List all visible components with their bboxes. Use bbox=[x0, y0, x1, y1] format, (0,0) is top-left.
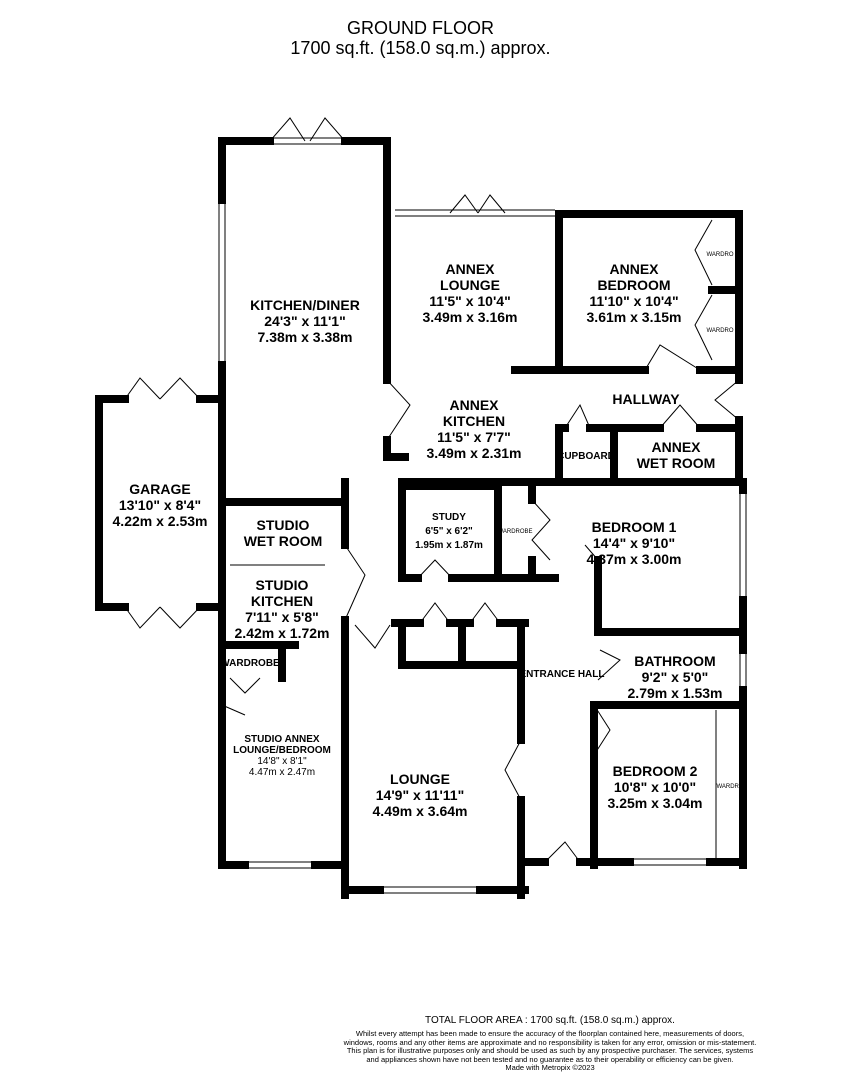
disclaimer: Whilst every attempt has been made to en… bbox=[340, 1029, 760, 1073]
room-name: ANNEX bbox=[445, 261, 495, 277]
room-dimensions-imperial: 6'5" x 6'2" bbox=[425, 526, 473, 537]
room-name: BEDROOM 2 bbox=[613, 763, 698, 779]
windows bbox=[218, 137, 747, 894]
disclaimer-text: Whilst every attempt has been made to en… bbox=[343, 1029, 757, 1064]
room-studio-wet-room: STUDIO WET ROOM bbox=[244, 517, 323, 549]
room-name: ANNEX bbox=[651, 439, 701, 455]
room-dimensions-imperial: 14'8" x 8'1" bbox=[257, 756, 307, 767]
room-lounge: LOUNGE 14'9" x 11'11" 4.49m x 3.64m bbox=[373, 771, 468, 819]
room-bedroom-2: BEDROOM 2 10'8" x 10'0" 3.25m x 3.04m WA… bbox=[608, 763, 744, 811]
room-dimensions-metric: 4.47m x 2.47m bbox=[249, 767, 315, 778]
room-dimensions-imperial: 14'9" x 11'11" bbox=[376, 787, 464, 803]
total-floor-area: TOTAL FLOOR AREA : 1700 sq.ft. (158.0 sq… bbox=[425, 1015, 675, 1026]
wardrobe-label: WARDRO bbox=[706, 328, 733, 334]
walls bbox=[95, 137, 747, 899]
room-wardrobe: WARDROBE bbox=[220, 658, 280, 669]
room-name: KITCHEN bbox=[251, 593, 313, 609]
room-name: LOUNGE bbox=[390, 771, 450, 787]
room-dimensions-metric: 2.42m x 1.72m bbox=[235, 625, 330, 641]
room-bathroom: BATHROOM 9'2" x 5'0" 2.79m x 1.53m bbox=[628, 653, 723, 701]
room-dimensions-imperial: 11'5" x 7'7" bbox=[437, 429, 511, 445]
room-study: STUDY 6'5" x 6'2" 1.95m x 1.87m bbox=[415, 512, 483, 551]
room-dimensions-metric: 1.95m x 1.87m bbox=[415, 540, 483, 551]
room-dimensions-metric: 4.49m x 3.64m bbox=[373, 803, 468, 819]
room-annex-bedroom: ANNEX BEDROOM 11'10" x 10'4" 3.61m x 3.1… bbox=[587, 252, 734, 334]
room-dimensions-imperial: 9'2" x 5'0" bbox=[642, 669, 709, 685]
room-name: GARAGE bbox=[129, 481, 190, 497]
room-studio-annex: STUDIO ANNEX LOUNGE/BEDROOM 14'8" x 8'1"… bbox=[233, 734, 331, 778]
floor-title: GROUND FLOOR bbox=[346, 18, 494, 38]
doors bbox=[124, 117, 740, 863]
room-name: WET ROOM bbox=[244, 533, 323, 549]
room-dimensions-imperial: 7'11" x 5'8" bbox=[245, 609, 319, 625]
room-hallway: HALLWAY bbox=[612, 391, 680, 407]
floor-area: 1700 sq.ft. (158.0 sq.m.) approx. bbox=[290, 38, 551, 58]
room-annex-kitchen: ANNEX KITCHEN 11'5" x 7'7" 3.49m x 2.31m bbox=[427, 397, 522, 461]
room-name: BATHROOM bbox=[634, 653, 715, 669]
room-name: STUDIO bbox=[257, 517, 310, 533]
room-name: KITCHEN bbox=[443, 413, 505, 429]
room-dimensions-metric: 3.49m x 2.31m bbox=[427, 445, 522, 461]
room-name: ANNEX bbox=[449, 397, 499, 413]
room-dimensions-metric: 3.49m x 3.16m bbox=[423, 309, 518, 325]
wardrobe-label: WARDRO bbox=[706, 252, 733, 258]
room-cupboard: CUPBOARD bbox=[557, 451, 615, 462]
room-garage: GARAGE 13'10" x 8'4" 4.22m x 2.53m bbox=[113, 481, 208, 529]
room-name: STUDIO bbox=[256, 577, 309, 593]
room-name: STUDIO ANNEX bbox=[244, 734, 320, 745]
room-name: KITCHEN/DINER bbox=[250, 297, 360, 313]
room-dimensions-metric: 3.25m x 3.04m bbox=[608, 795, 703, 811]
room-entrance-hall: ENTRANCE HALL bbox=[520, 669, 605, 680]
room-dimensions-metric: 2.79m x 1.53m bbox=[628, 685, 723, 701]
room-dimensions-imperial: 24'3" x 11'1" bbox=[264, 313, 345, 329]
room-dimensions-metric: 7.38m x 3.38m bbox=[258, 329, 353, 345]
room-name: BEDROOM bbox=[597, 277, 670, 293]
room-studio-kitchen: STUDIO KITCHEN 7'11" x 5'8" 2.42m x 1.72… bbox=[235, 577, 330, 641]
floor-plan: KITCHEN/DINER 24'3" x 11'1" 7.38m x 3.38… bbox=[95, 117, 747, 899]
room-name: STUDY bbox=[432, 512, 466, 523]
room-name: ANNEX bbox=[609, 261, 659, 277]
room-dimensions-imperial: 13'10" x 8'4" bbox=[119, 497, 201, 513]
credit-text: Made with Metropix ©2023 bbox=[505, 1063, 595, 1072]
room-name: LOUNGE bbox=[440, 277, 500, 293]
room-dimensions-imperial: 10'8" x 10'0" bbox=[614, 779, 696, 795]
room-name: LOUNGE/BEDROOM bbox=[233, 745, 331, 756]
room-annex-wet-room: ANNEX WET ROOM bbox=[637, 439, 716, 471]
room-dimensions-imperial: 11'5" x 10'4" bbox=[429, 293, 510, 309]
room-dimensions-imperial: 14'4" x 9'10" bbox=[593, 535, 675, 551]
room-name: BEDROOM 1 bbox=[592, 519, 677, 535]
room-kitchen-diner: KITCHEN/DINER 24'3" x 11'1" 7.38m x 3.38… bbox=[250, 297, 360, 345]
room-name: WET ROOM bbox=[637, 455, 716, 471]
wardrobe-label: WARDRO bbox=[716, 784, 743, 790]
wardrobe-label: WARDROBE bbox=[497, 529, 532, 535]
room-dimensions-metric: 4.22m x 2.53m bbox=[113, 513, 208, 529]
room-dimensions-imperial: 11'10" x 10'4" bbox=[589, 293, 678, 309]
room-annex-lounge: ANNEX LOUNGE 11'5" x 10'4" 3.49m x 3.16m bbox=[423, 261, 518, 325]
room-dimensions-metric: 4.37m x 3.00m bbox=[587, 551, 682, 567]
room-dimensions-metric: 3.61m x 3.15m bbox=[587, 309, 682, 325]
room-bedroom-1: BEDROOM 1 14'4" x 9'10" 4.37m x 3.00m bbox=[587, 519, 682, 567]
